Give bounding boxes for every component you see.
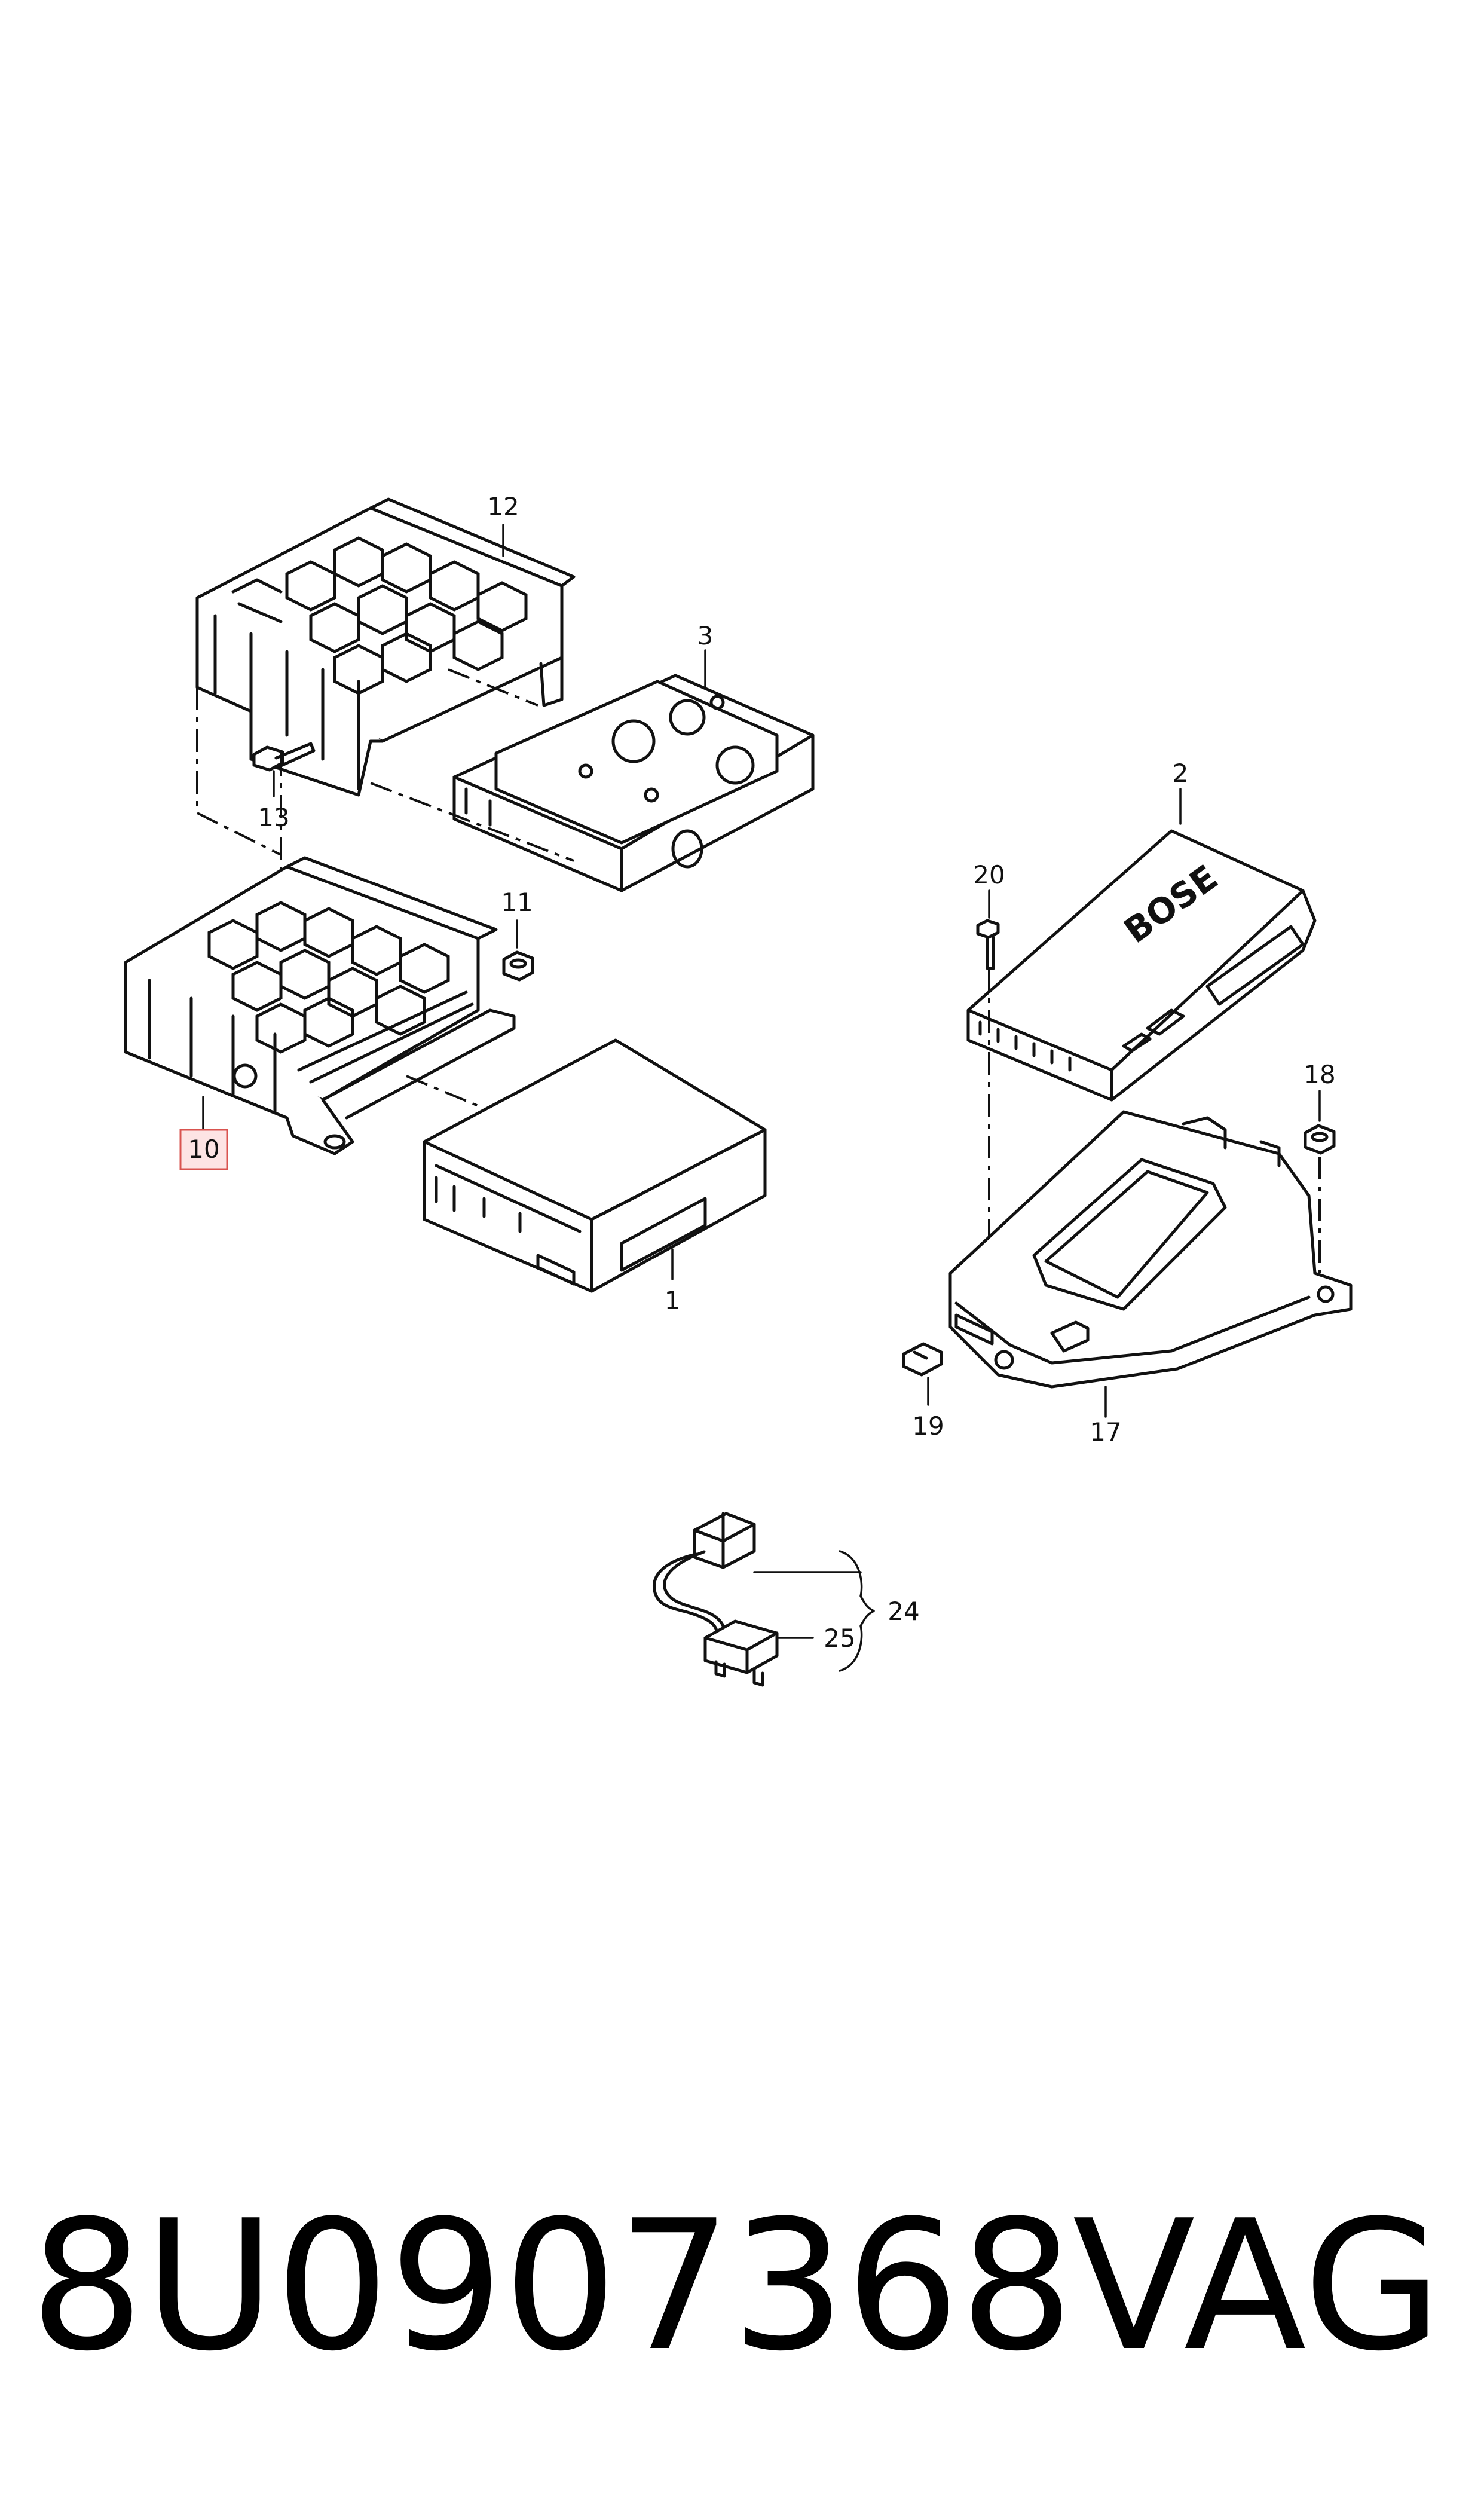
callout-24[interactable]: 24 bbox=[888, 1597, 919, 1626]
callout-2[interactable]: 2 bbox=[1173, 759, 1189, 788]
callout-12[interactable]: 12 bbox=[487, 492, 519, 521]
callout-13[interactable]: 13 bbox=[258, 803, 289, 832]
callout-1[interactable]: 1 bbox=[665, 1286, 681, 1315]
part-12-upper-mesh-bracket[interactable] bbox=[195, 497, 576, 797]
callout-10-highlight-box bbox=[179, 1129, 228, 1170]
callout-18[interactable]: 18 bbox=[1304, 1060, 1335, 1089]
manufacturer-label: VAG bbox=[1072, 2182, 1442, 2390]
part-11-nut[interactable] bbox=[502, 950, 534, 982]
part-3-upper-module[interactable] bbox=[452, 674, 815, 892]
part-1-main-unit[interactable] bbox=[423, 1038, 767, 1293]
part-24-wiring-harness[interactable] bbox=[652, 1512, 756, 1637]
bracket-24 bbox=[839, 1550, 875, 1672]
assembly-line-12-10 bbox=[196, 687, 281, 856]
callout-10[interactable]: 10 bbox=[188, 1135, 219, 1164]
part-10-lower-mesh-bracket[interactable] bbox=[124, 856, 516, 1155]
part-18-nut[interactable] bbox=[1304, 1124, 1336, 1155]
callout-25[interactable]: 25 bbox=[824, 1624, 855, 1653]
part-2-amplifier[interactable]: BOSE bbox=[966, 829, 1317, 1102]
part-25-connector[interactable] bbox=[703, 1619, 779, 1687]
callout-17[interactable]: 17 bbox=[1090, 1417, 1121, 1447]
part-20-screw[interactable] bbox=[976, 919, 1000, 970]
part-17-mounting-tray[interactable] bbox=[948, 1110, 1353, 1389]
assembly-line-12-3-top bbox=[448, 668, 538, 707]
callout-19[interactable]: 19 bbox=[912, 1411, 944, 1441]
assembly-line-12-3-bottom bbox=[370, 782, 574, 862]
part-13-bolt[interactable] bbox=[252, 742, 316, 772]
assembly-line-10-1 bbox=[406, 1075, 479, 1107]
callout-11[interactable]: 11 bbox=[501, 888, 533, 917]
part-number-label: 8U0907368 bbox=[30, 2182, 1074, 2390]
part-19-clip[interactable] bbox=[902, 1342, 943, 1377]
callout-20[interactable]: 20 bbox=[973, 860, 1005, 889]
callout-3[interactable]: 3 bbox=[697, 621, 714, 650]
